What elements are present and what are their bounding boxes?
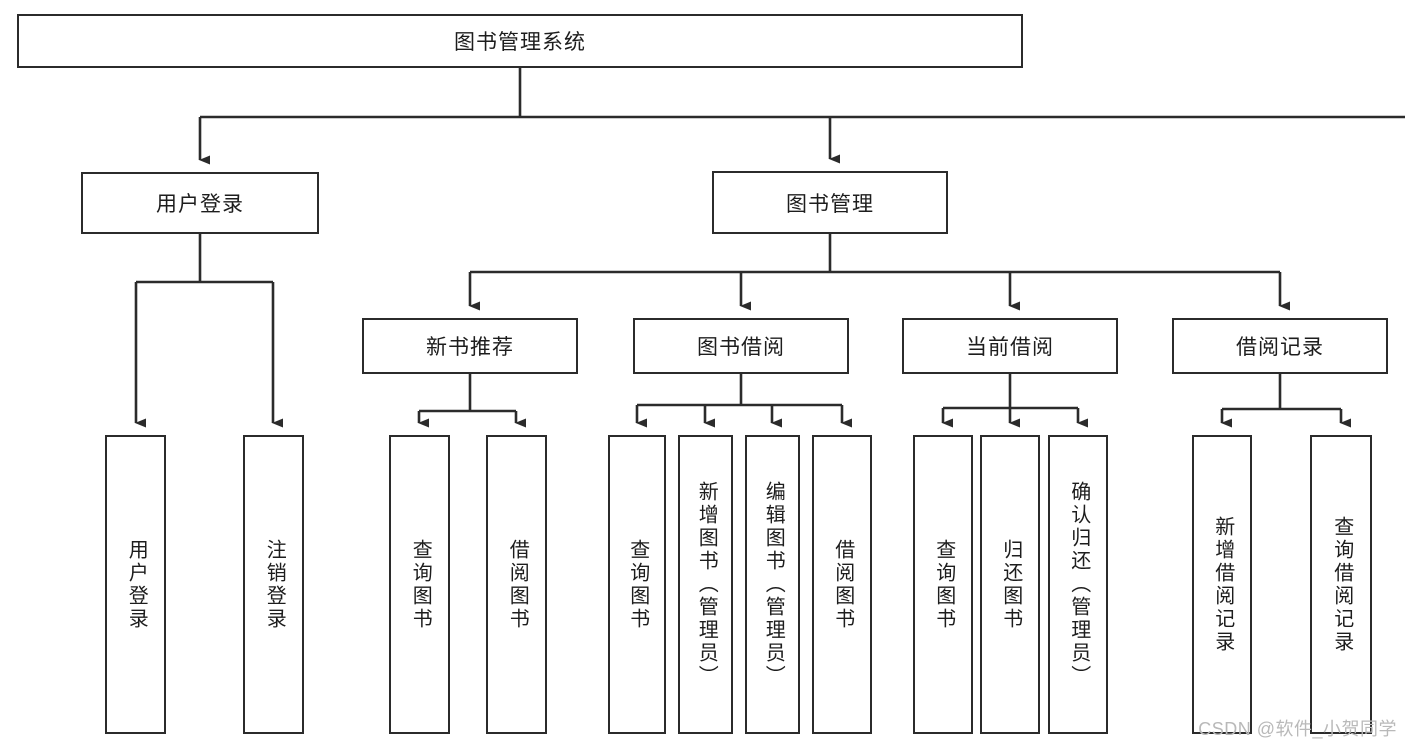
node-leaf-add-record-label: 新增借阅记录 <box>1211 515 1234 654</box>
node-leaf-query-book-1-label: 查询图书 <box>409 538 432 631</box>
node-leaf-user-login-label: 用户登录 <box>125 538 148 631</box>
node-leaf-add-book[interactable]: 新增图书（管理员） <box>678 435 733 734</box>
node-leaf-query-book-1[interactable]: 查询图书 <box>389 435 450 734</box>
node-new-book-rec[interactable]: 新书推荐 <box>362 318 578 374</box>
node-leaf-confirm-return-label: 确认归还（管理员） <box>1067 481 1090 688</box>
node-leaf-query-book-3-label: 查询图书 <box>932 538 955 631</box>
node-user-login[interactable]: 用户登录 <box>81 172 319 234</box>
node-current-borrow-label: 当前借阅 <box>966 336 1054 359</box>
node-leaf-user-logout[interactable]: 注销登录 <box>243 435 304 734</box>
node-leaf-query-book-3[interactable]: 查询图书 <box>913 435 973 734</box>
node-leaf-add-record[interactable]: 新增借阅记录 <box>1192 435 1252 734</box>
node-book-borrow-label: 图书借阅 <box>697 336 785 359</box>
node-leaf-user-logout-label: 注销登录 <box>263 538 286 631</box>
node-leaf-borrow-book-1-label: 借阅图书 <box>506 538 529 631</box>
watermark-text: CSDN @软件_小贺同学 <box>1198 719 1397 739</box>
node-leaf-edit-book-label: 编辑图书（管理员） <box>762 481 785 688</box>
node-leaf-return-book-label: 归还图书 <box>999 538 1022 631</box>
node-leaf-return-book[interactable]: 归还图书 <box>980 435 1040 734</box>
node-current-borrow[interactable]: 当前借阅 <box>902 318 1118 374</box>
node-book-manage[interactable]: 图书管理 <box>712 171 948 234</box>
node-leaf-confirm-return[interactable]: 确认归还（管理员） <box>1048 435 1108 734</box>
node-leaf-user-login[interactable]: 用户登录 <box>105 435 166 734</box>
node-user-login-label: 用户登录 <box>156 193 244 216</box>
node-borrow-record-label: 借阅记录 <box>1236 336 1324 359</box>
node-leaf-borrow-book-1[interactable]: 借阅图书 <box>486 435 547 734</box>
node-leaf-query-book-2[interactable]: 查询图书 <box>608 435 666 734</box>
node-root-label: 图书管理系统 <box>454 31 586 54</box>
node-leaf-query-record[interactable]: 查询借阅记录 <box>1310 435 1372 734</box>
node-leaf-borrow-book-2[interactable]: 借阅图书 <box>812 435 872 734</box>
node-leaf-query-record-label: 查询借阅记录 <box>1330 515 1353 654</box>
node-leaf-query-book-2-label: 查询图书 <box>626 538 649 631</box>
node-root[interactable]: 图书管理系统 <box>17 14 1023 68</box>
node-book-manage-label: 图书管理 <box>786 192 874 216</box>
node-leaf-add-book-label: 新增图书（管理员） <box>695 481 718 688</box>
node-leaf-borrow-book-2-label: 借阅图书 <box>831 538 854 631</box>
node-borrow-record[interactable]: 借阅记录 <box>1172 318 1388 374</box>
node-new-book-rec-label: 新书推荐 <box>426 336 514 359</box>
node-leaf-edit-book[interactable]: 编辑图书（管理员） <box>745 435 800 734</box>
node-book-borrow[interactable]: 图书借阅 <box>633 318 849 374</box>
